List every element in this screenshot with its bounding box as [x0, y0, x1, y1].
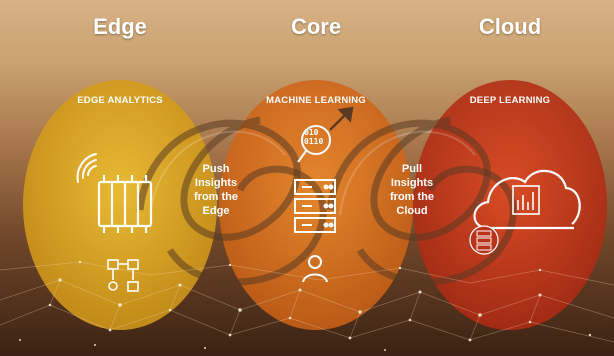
- arrow-up-right-icon: [329, 106, 354, 131]
- network-devices-icon: [107, 259, 139, 292]
- column-subtitle-cloud: DEEP LEARNING: [469, 95, 551, 106]
- column-title-cloud: Cloud: [478, 14, 542, 39]
- column-title-edge: Edge: [93, 14, 147, 39]
- chart-icon: [512, 185, 540, 215]
- edge-gateway-icon: [97, 175, 153, 233]
- loop-ribbons-light: [149, 130, 476, 216]
- wifi-signal-icon: [76, 153, 97, 183]
- loop-ribbons: [136, 116, 517, 286]
- column-subtitle-edge: EDGE ANALYTICS: [77, 95, 163, 106]
- magnifier-binary-icon: [297, 125, 331, 163]
- user-icon: [302, 255, 328, 283]
- column-subtitle-core: MACHINE LEARNING: [266, 95, 366, 106]
- column-title-core: Core: [290, 14, 342, 39]
- core-circle: [219, 80, 413, 330]
- server-rack-icon: [294, 179, 336, 233]
- edge-circle: [23, 80, 217, 330]
- server-badge-icon: [469, 225, 499, 255]
- cloud-analytics-icon: [473, 169, 581, 230]
- network-dots: [19, 260, 592, 351]
